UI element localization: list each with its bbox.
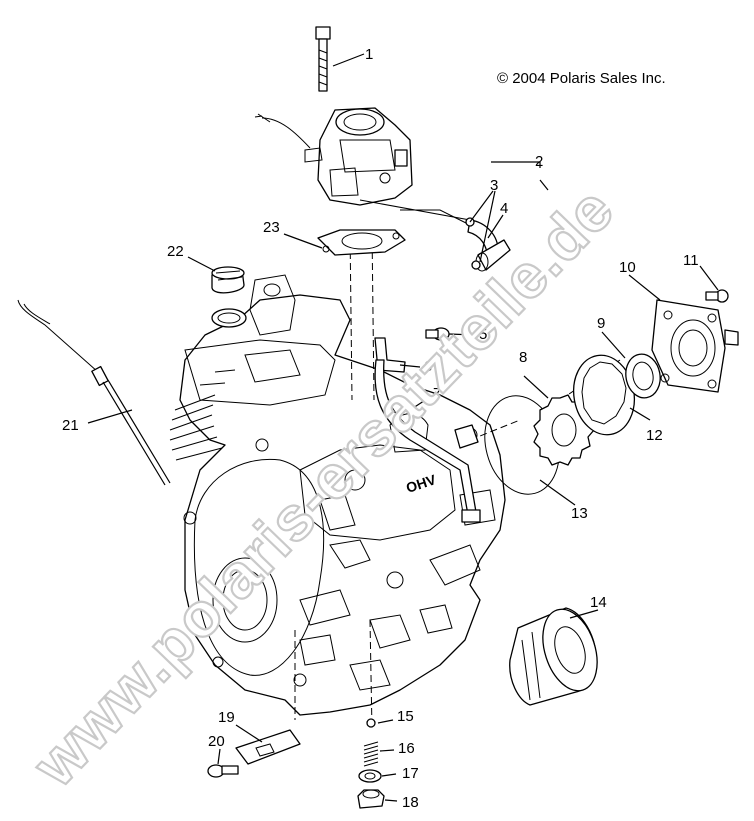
oil-filler-cap: [211, 266, 245, 294]
callout-7: 7: [433, 385, 441, 402]
callout-15: 15: [397, 708, 414, 725]
callout-21: 21: [62, 417, 79, 434]
callout-5: 5: [479, 326, 487, 343]
callout-6: 6: [424, 358, 432, 375]
callout-11: 11: [683, 252, 699, 269]
callout-23: 23: [263, 219, 280, 236]
callout-2: 2: [535, 153, 543, 170]
oil-filter: [509, 607, 598, 706]
long-bolt: [315, 26, 331, 92]
fuel-hose: [465, 217, 511, 272]
callout-10: 10: [619, 259, 636, 276]
callout-3: 3: [490, 177, 498, 194]
callout-22: 22: [167, 243, 184, 260]
oil-seal: [625, 353, 661, 399]
drain-plug: [357, 789, 385, 809]
mounting-plate: [235, 729, 301, 765]
callout-numbers: 1 2 3 4 5 6 7 8 9 10 11 12 13 14 15 16 1…: [62, 46, 699, 811]
callout-8: 8: [519, 349, 527, 366]
copyright-notice: © 2004 Polaris Sales Inc.: [497, 70, 666, 87]
cover-screw: [705, 289, 729, 303]
check-ball: [366, 718, 376, 728]
breather-tube: [374, 359, 481, 523]
carburetor-gasket: [317, 229, 406, 256]
callout-1: 1: [365, 46, 373, 63]
sealing-washer: [358, 769, 382, 783]
callout-19: 19: [218, 709, 235, 726]
callout-17: 17: [402, 765, 419, 782]
callout-16: 16: [398, 740, 415, 757]
engine-crankcase: OHV: [169, 274, 506, 716]
relief-spring: [363, 741, 379, 767]
callout-9: 9: [597, 315, 605, 332]
mounting-bolt: [207, 764, 239, 778]
oil-pump-cover: [651, 299, 739, 393]
hose-clamp-lower: [471, 260, 481, 270]
dipstick: [17, 299, 171, 486]
callout-4: 4: [500, 200, 508, 217]
breather-bolt: [425, 327, 450, 341]
callout-14: 14: [590, 594, 607, 611]
callout-18: 18: [402, 794, 419, 811]
callout-20: 20: [208, 733, 225, 750]
leader-lines: [87, 53, 719, 802]
carburetor: [254, 107, 471, 226]
callout-13: 13: [571, 505, 588, 522]
callout-12: 12: [646, 427, 663, 444]
